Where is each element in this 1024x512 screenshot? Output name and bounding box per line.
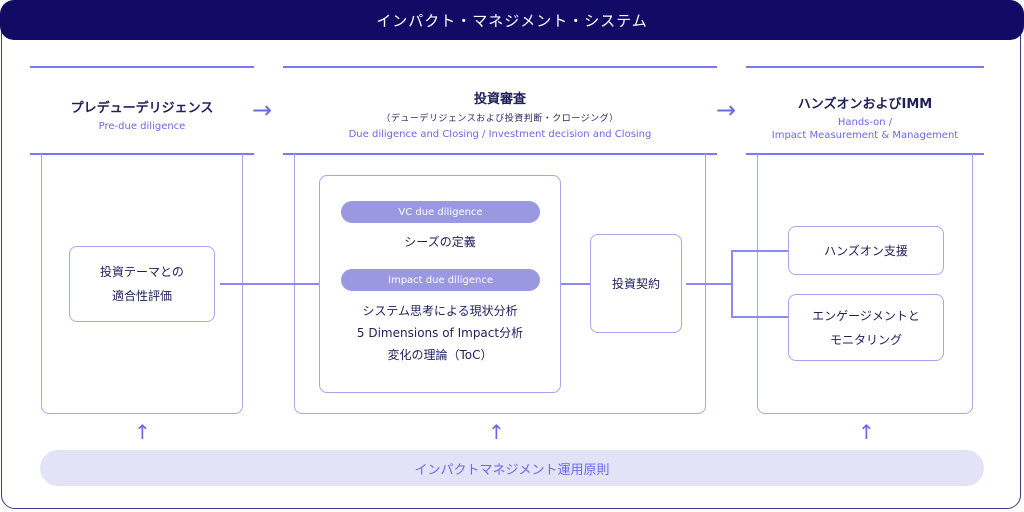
handson-label: ハンズオン支援 [824, 243, 908, 258]
stage2-top-rule [283, 66, 717, 68]
right-arrow-icon: → [716, 96, 737, 124]
seeds-definition: シーズの定義 [404, 235, 476, 249]
card-line1: 投資テーマとの [100, 265, 184, 279]
imm-column [757, 154, 973, 414]
impact-management-principles-bar: インパクトマネジメント運用原則 [40, 450, 984, 486]
stage-title: プレデューデリジェンス [70, 101, 214, 116]
subtitle-line2: Impact Measurement & Management [771, 130, 959, 141]
connector-line [220, 283, 320, 285]
stage-title: ハンズオンおよびIMM [797, 97, 933, 112]
stage3-bottom-rule [746, 153, 984, 155]
impact-dd-items: システム思考による現状分析 5 Dimensions of Impact分析 変… [319, 300, 561, 366]
handson-support-card: ハンズオン支援 [788, 226, 944, 275]
connector-line [686, 283, 733, 285]
subtitle-line1: Hands-on / [837, 117, 893, 128]
stage-subtitle-en: Due diligence and Closing / Investment d… [348, 129, 652, 140]
connector-line [731, 250, 789, 252]
stage3-top-rule [746, 66, 984, 68]
impact-item: システム思考による現状分析 [362, 304, 518, 318]
stage1-bottom-rule [30, 153, 254, 155]
card-line2: 適合性評価 [111, 289, 172, 303]
stage-header-imm: ハンズオンおよびIMM Hands-on / Impact Measuremen… [746, 93, 984, 142]
up-arrow-icon: ↑ [134, 420, 151, 444]
stage-subtitle-jp: （デューデリジェンスおよび投資判断・クロージング） [381, 114, 619, 124]
contract-label: 投資契約 [611, 276, 660, 291]
stage-subtitle-en: Hands-on / Impact Measurement & Manageme… [746, 116, 984, 142]
connector-line [731, 316, 789, 318]
stage1-top-rule [30, 66, 254, 68]
stage-header-pre-dd: プレデューデリジェンス Pre-due diligence [30, 97, 254, 133]
impact-due-diligence-pill: Impact due diligence [341, 269, 540, 291]
connector-branch [731, 250, 733, 317]
up-arrow-icon: ↑ [488, 420, 505, 444]
up-arrow-icon: ↑ [858, 420, 875, 444]
investment-contract-card: 投資契約 [590, 234, 682, 333]
principles-label: インパクトマネジメント運用原則 [414, 462, 610, 478]
impact-item: 5 Dimensions of Impact分析 [356, 326, 524, 340]
title-bar: インパクト・マネジメント・システム [0, 0, 1024, 40]
stage2-bottom-rule [283, 153, 717, 155]
diagram-title: インパクト・マネジメント・システム [376, 11, 648, 30]
engagement-line2: モニタリング [829, 332, 902, 347]
stage-header-dd: 投資審査 （デューデリジェンスおよび投資判断・クロージング） Due dilig… [283, 88, 717, 141]
connector-line [560, 283, 590, 285]
stage-subtitle-en: Pre-due diligence [98, 121, 186, 132]
vc-due-diligence-pill: VC due diligence [341, 201, 540, 223]
engagement-line1: エンゲージメントと [812, 308, 920, 323]
engagement-monitoring-card: エンゲージメントと モニタリング [788, 294, 944, 361]
impact-item: 変化の理論（ToC） [387, 348, 493, 362]
stage-title: 投資審査 [473, 92, 526, 107]
right-arrow-icon: → [252, 96, 273, 124]
theme-fit-evaluation-card: 投資テーマとの 適合性評価 [69, 246, 215, 322]
